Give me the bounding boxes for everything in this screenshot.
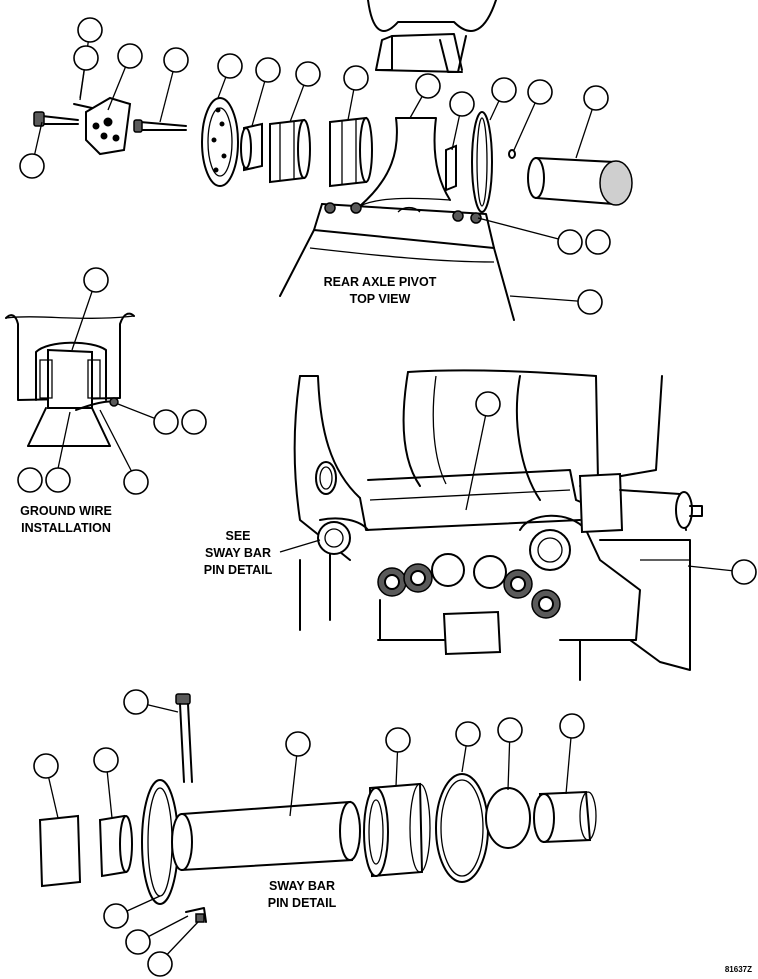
callout-balloon <box>73 45 99 71</box>
callout-balloon <box>77 17 103 43</box>
callout-balloon <box>557 229 583 255</box>
callout-balloon <box>415 73 441 99</box>
see-detail-label-line1: SEE <box>225 529 250 543</box>
callout-balloon <box>45 467 71 493</box>
callout-balloon <box>17 467 43 493</box>
top-callouts <box>19 17 611 315</box>
callout-balloon <box>123 689 149 715</box>
sway-bar-pin-parts <box>38 693 597 923</box>
callout-balloon <box>83 267 109 293</box>
callout-balloon <box>103 903 129 929</box>
callout-balloon <box>491 77 517 103</box>
callout-balloon <box>455 721 481 747</box>
callout-balloon <box>217 53 243 79</box>
callout-balloon <box>295 61 321 87</box>
callout-balloon <box>123 469 149 495</box>
callout-balloon <box>583 85 609 111</box>
callout-balloon <box>163 47 189 73</box>
callout-balloon <box>19 153 45 179</box>
ground-wire-label-line1: GROUND WIRE <box>20 504 112 518</box>
callout-balloon <box>181 409 207 435</box>
rear-axle-pivot-label-line2: TOP VIEW <box>350 292 411 306</box>
callout-balloon <box>585 229 611 255</box>
see-detail-label-line3: PIN DETAIL <box>204 563 273 577</box>
pivot-exploded-parts <box>33 96 633 213</box>
callout-balloon <box>147 951 173 977</box>
sway-bar-detail-label-line1: SWAY BAR <box>269 879 335 893</box>
callout-balloon <box>527 79 553 105</box>
sway-bar-detail-label-line2: PIN DETAIL <box>268 896 337 910</box>
axle-mount-assembly <box>279 369 757 681</box>
rear-axle-pivot-assembly <box>279 0 515 321</box>
bottom-callouts <box>33 689 585 977</box>
ground-wire-assembly <box>5 267 207 495</box>
callout-balloon <box>577 289 603 315</box>
drawing-code: 81637Z <box>725 965 752 974</box>
callout-balloon <box>255 57 281 83</box>
see-detail-label-line2: SWAY BAR <box>205 546 271 560</box>
callout-balloon <box>285 731 311 757</box>
callout-balloon <box>125 929 151 955</box>
callout-balloon <box>153 409 179 435</box>
callout-balloon <box>449 91 475 117</box>
callout-balloon <box>731 559 757 585</box>
callout-balloon <box>93 747 119 773</box>
callout-balloon <box>343 65 369 91</box>
callout-balloon <box>497 717 523 743</box>
rear-axle-pivot-label-line1: REAR AXLE PIVOT <box>324 275 437 289</box>
callout-balloon <box>385 727 411 753</box>
pivot-bearing-row <box>377 553 561 619</box>
callout-balloon <box>117 43 143 69</box>
ground-wire-label-line2: INSTALLATION <box>21 521 111 535</box>
callout-balloon <box>475 391 501 417</box>
callout-balloon <box>33 753 59 779</box>
callout-balloon <box>559 713 585 739</box>
